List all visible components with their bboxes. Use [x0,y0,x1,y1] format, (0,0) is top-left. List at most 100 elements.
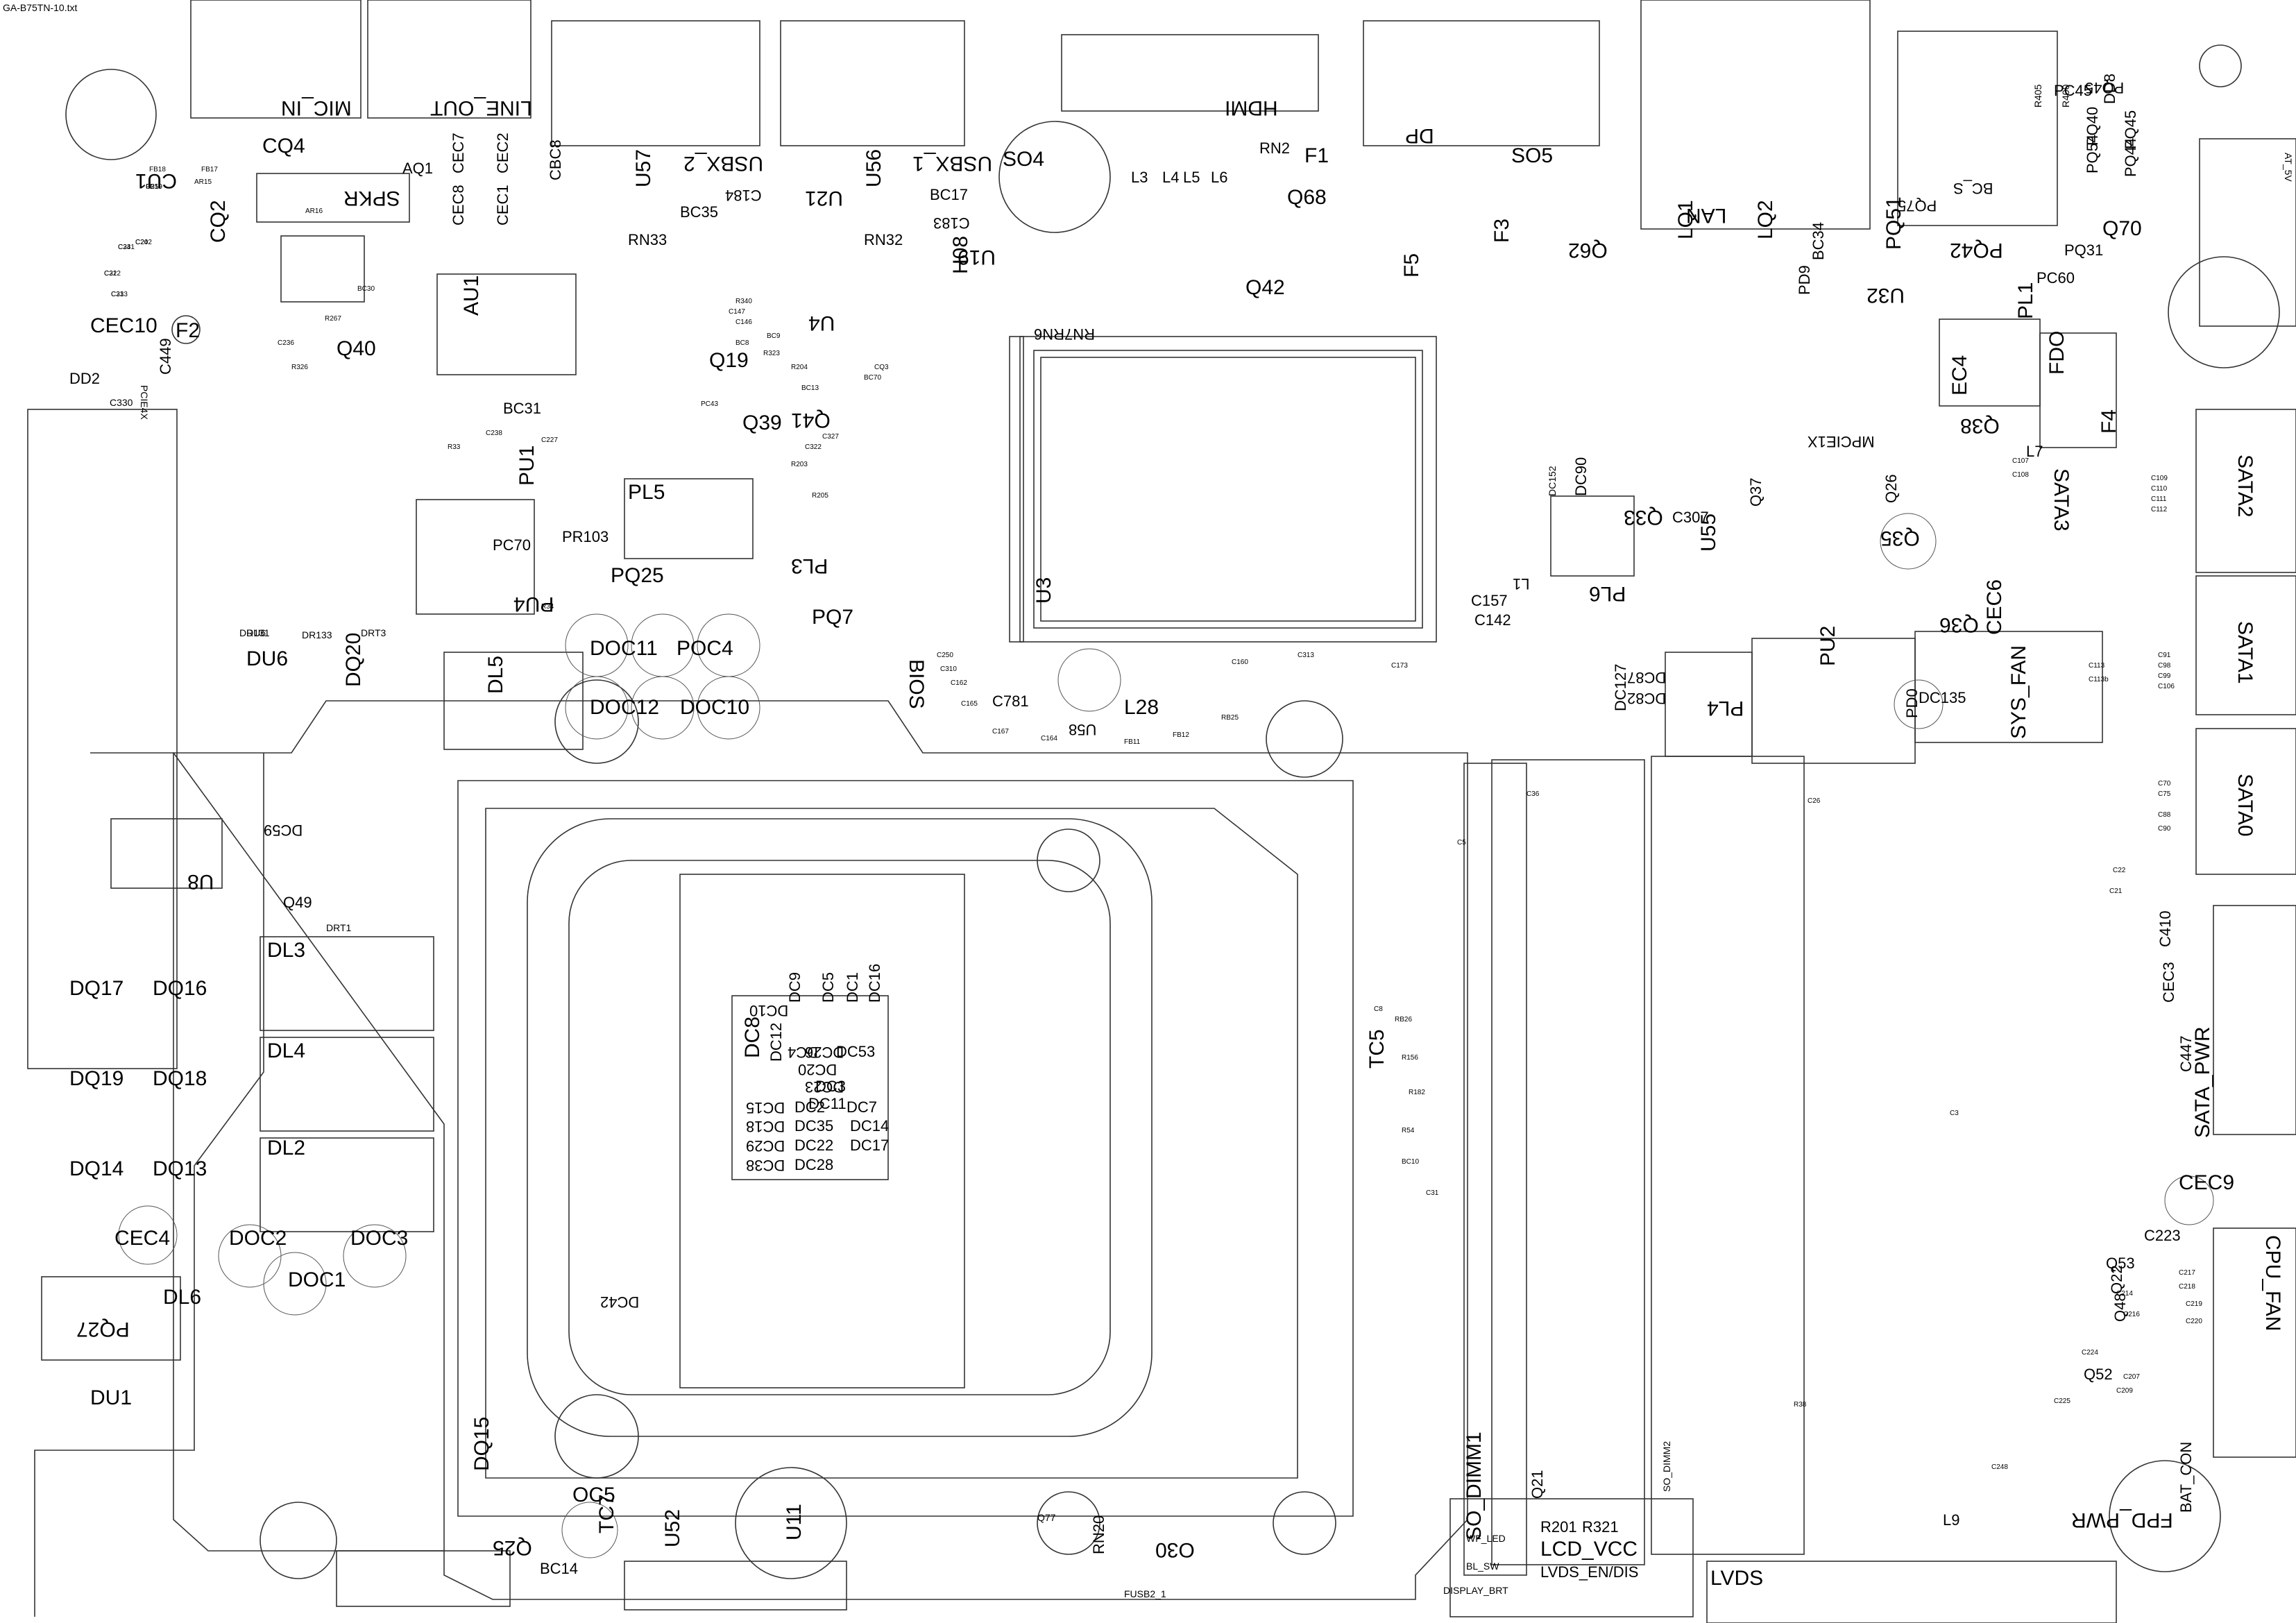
component-pq31-label: PQ31 [2064,241,2104,259]
component-cec2-label: CEC2 [494,133,511,173]
component-dl3-label: DL3 [267,939,306,962]
connector-lvds-en-dis-label: LVDS_EN/DIS [1540,1563,1639,1581]
component-dc3-label: DC3 [815,1078,847,1095]
component-q38-label: Q38 [1960,414,2000,437]
passive-c313-label: C313 [1298,652,1314,659]
component-dc11-label: DC11 [808,1095,847,1112]
component-rn33-label: RN33 [628,231,667,248]
passive-c219-label: C219 [2186,1300,2202,1308]
component-doc3-label: DOC3 [350,1227,409,1250]
passive-c113-label: C113 [2089,662,2105,670]
component-r201-label: R201 [1540,1518,1577,1536]
passive-c162-label: C162 [951,679,967,687]
passive-c322-label: C322 [805,443,822,451]
component-q35-label: Q35 [1880,527,1920,550]
component-dl5-label: DL5 [484,655,507,694]
component-u8-label: U8 [187,870,214,893]
passive-c111-label: C111 [2151,495,2167,503]
component-lq2-label: LQ2 [1754,200,1777,239]
component-cec9-label: CEC9 [2179,1171,2235,1194]
component-pu2-label: PU2 [1817,625,1839,666]
component-dc16-label: DC16 [866,963,883,1003]
component-pq42-label: PQ42 [1950,239,2003,262]
passive-c106-label: C106 [2158,683,2175,690]
passive-bc9-label: BC9 [767,332,781,340]
component-cec6-label: CEC6 [1983,579,2006,635]
component-c307-label: C307 [1672,509,1709,526]
passive-rb25-label: RB25 [1221,714,1239,722]
component-l28-label: L28 [1124,696,1159,719]
component-pl1-label: PL1 [2014,282,2037,319]
component-dc87-label: DC87 [1627,669,1667,686]
component-q77-label: Q77 [1037,1512,1056,1523]
component-cec3-label: CEC3 [2160,962,2177,1003]
component-tc5-label: TC5 [1366,1029,1388,1069]
component-dq13-label: DQ13 [153,1157,207,1180]
connector-mic-in-label: MIC_IN [281,96,352,119]
component-dc20-label: DC20 [798,1061,837,1078]
passive-c108-label: C108 [2012,471,2029,479]
component-du1-label: DU1 [90,1386,133,1409]
component-dc22-label: DC22 [794,1137,834,1154]
passive-r34-label: R34 [541,603,554,611]
component-u21-label: U21 [805,187,844,210]
component-drt1-label: DRT1 [326,922,352,933]
component-l9-label: L9 [1943,1511,1960,1529]
component-dc42-label: DC42 [600,1293,640,1311]
component-dc35-label: DC35 [794,1117,834,1135]
component-c157-label: C157 [1471,592,1508,609]
passive-c167-label: C167 [992,728,1009,736]
component-l1-label: L1 [1513,575,1530,593]
passive-c218-label: C218 [2179,1283,2195,1291]
passive-c202-label: C202 [135,239,152,246]
connector-sata3-label: SATA3 [2050,468,2073,532]
component-cec1-label: CEC1 [494,185,511,226]
connector-sata1-label: SATA1 [2234,621,2256,684]
component-dc1-label: DC1 [844,971,861,1003]
component-pd0-label: PD0 [1903,688,1921,718]
passive-bc8-label: BC8 [735,339,749,347]
connector-fpd-pwr-label: FPD_PWR [2071,1509,2173,1531]
connector-wf-led-label: WF_LED [1466,1533,1506,1544]
component-oc5-label: OC5 [572,1484,615,1506]
connector-so-dimm2-label: SO_DIMM2 [1661,1441,1672,1492]
component-f4-label: F4 [2098,409,2120,434]
component-q33-label: Q33 [1624,506,1663,529]
component-du6b-label: DU6 [246,627,266,638]
component-l3-label: L3 [1131,169,1148,186]
passive-c31-label: C31 [1426,1189,1439,1197]
component-du6-label: DU6 [246,647,289,670]
passive-c164-label: C164 [1041,735,1057,742]
connector-bios-label: BIOS [905,659,928,709]
passive-c34-label: C34 [118,244,131,251]
component-pl5-label: PL5 [628,481,665,504]
connector-sata0-label: SATA0 [2234,774,2256,837]
passive-c24-label: C24 [135,239,148,246]
component-pu1-label: PU1 [516,445,538,486]
component-dd8-label: DD8 [2101,73,2118,104]
connector-fusb2-1-label: FUSB2_1 [1124,1588,1166,1599]
passive-c88-label: C88 [2158,811,2171,819]
component-c449-label: C449 [157,338,174,375]
passive-c250-label: C250 [937,652,953,659]
passive-bc10-label: BC10 [1402,1158,1420,1166]
passive-c216-label: C216 [2123,1311,2140,1318]
component-dd2-label: DD2 [69,370,101,387]
component-q36-label: Q36 [1939,613,1979,636]
passive-c217-label: C217 [2179,1269,2195,1277]
connector-pcie4x-label: PCIE4X [139,385,150,420]
component-poc4-label: POC4 [677,637,733,660]
passive-r54-label: R54 [1402,1127,1415,1135]
component-dq18-label: DQ18 [153,1067,207,1090]
component-doc12-label: DOC12 [590,696,660,719]
connector-bc-s-label: BC_S [1953,180,1993,197]
component-pl3-label: PL3 [791,554,828,577]
passive-c21-label: C21 [2109,887,2123,895]
component-dc152-label: DC152 [1547,466,1558,496]
component-rn2-label: RN2 [1259,139,1291,157]
component-dc23-label: DC23 [805,1078,844,1096]
component-dq17-label: DQ17 [69,977,124,1000]
passive-c112-label: C112 [2151,506,2168,513]
component-so5-label: SO5 [1511,144,1554,167]
connector-sys-fan-label: SYS_FAN [2007,645,2030,739]
